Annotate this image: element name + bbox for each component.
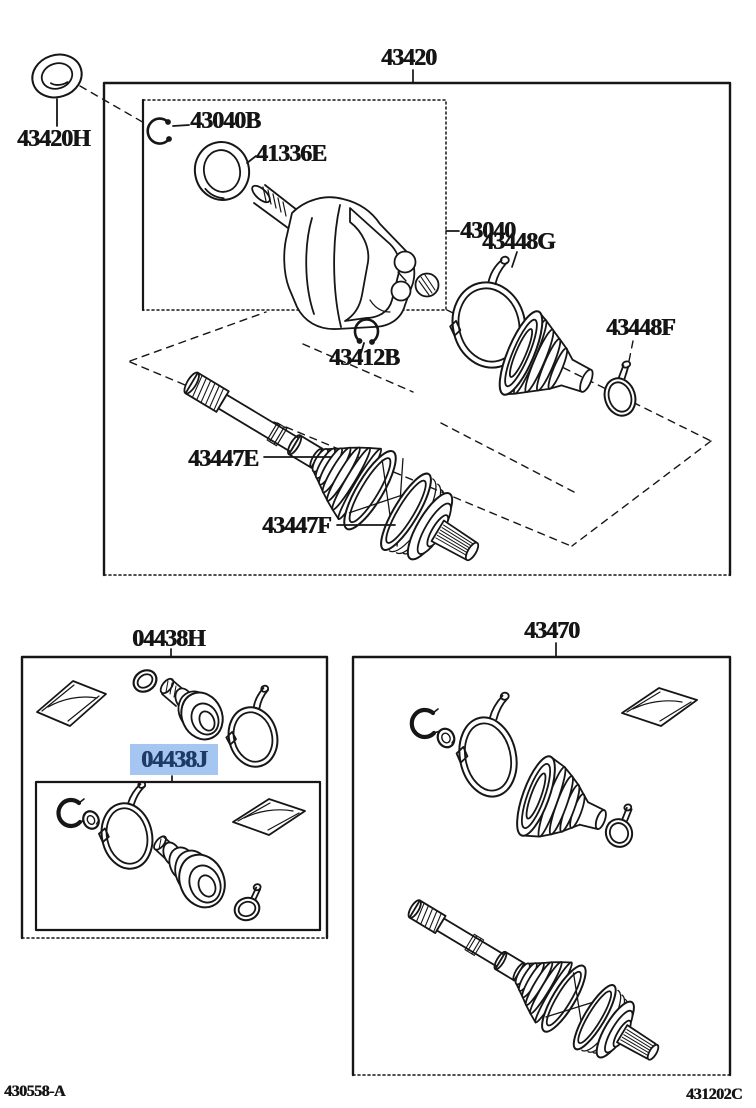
part-label-43470[interactable]: 43470 xyxy=(524,618,580,644)
inboard-boot-drawing xyxy=(498,310,594,396)
kit-small-clamp-drawing xyxy=(132,669,158,693)
kit-boot2-drawing xyxy=(153,835,226,909)
outboard-circlip-drawing xyxy=(436,727,456,749)
part-label-43447E[interactable]: 43447E xyxy=(188,446,259,472)
grease-packet-drawing xyxy=(36,680,107,727)
outboard-shaft-drawing xyxy=(407,899,660,1061)
part-label-43412B[interactable]: 43412B xyxy=(329,345,400,371)
part-label-04438J-highlight[interactable]: 04438J xyxy=(130,744,218,775)
snap-ring-43412B-drawing xyxy=(353,318,380,354)
part-label-43448F[interactable]: 43448F xyxy=(606,315,676,341)
oil-seal-drawing xyxy=(31,53,83,99)
part-label-43040[interactable]: 43040 xyxy=(460,218,516,244)
outboard-snap-ring-drawing xyxy=(409,707,441,740)
kit-band-clamp-drawing xyxy=(98,780,154,870)
ring-leader xyxy=(246,155,257,164)
inner-joint-sub-box xyxy=(141,98,447,312)
outboard-assembly-box xyxy=(351,655,732,1077)
kit-boot-drawing xyxy=(159,677,224,741)
snap-ring-43040B-drawing xyxy=(146,117,190,145)
part-label-43447F[interactable]: 43447F xyxy=(262,513,332,539)
drive-shaft-drawing xyxy=(183,371,480,562)
part-label-43448G[interactable]: 43448G xyxy=(482,229,556,255)
outboard-small-clamp-drawing xyxy=(604,803,634,848)
kit-small-clamp2-drawing xyxy=(233,883,262,922)
kit-snap-ring-drawing xyxy=(56,797,87,829)
kit-grease-packet2-drawing xyxy=(232,798,306,836)
inboard-boot-clamp-large-drawing xyxy=(449,255,527,369)
inboard-boot-clamp-small-drawing xyxy=(603,360,637,417)
outboard-boot-drawing xyxy=(516,755,607,838)
ring-41336E-drawing xyxy=(193,141,251,201)
part-label-43420H[interactable]: 43420H xyxy=(17,126,91,152)
leader-lines xyxy=(170,69,557,783)
part-label-41336E[interactable]: 41336E xyxy=(256,141,327,167)
sheet-code-right: 431202C xyxy=(686,1086,743,1103)
seal-reference-line xyxy=(79,85,147,125)
top-assembly-box xyxy=(102,81,732,577)
tripod-rollers-drawing xyxy=(390,250,440,302)
outboard-grease-packet-drawing xyxy=(621,687,698,727)
kit-circlip-drawing xyxy=(82,810,100,830)
part-label-43420[interactable]: 43420 xyxy=(381,45,437,71)
boot-kit-inner-box xyxy=(34,780,322,932)
inboard-joint-drawing xyxy=(251,184,416,330)
part-label-43040B[interactable]: 43040B xyxy=(190,108,261,134)
part-label-04438H[interactable]: 04438H xyxy=(132,626,206,652)
outboard-band-clamp-drawing xyxy=(455,691,518,798)
sheet-code-left: 430558-A xyxy=(4,1083,65,1100)
boot-kit-box xyxy=(20,655,329,940)
part-label-04438J[interactable]: 04438J xyxy=(141,746,208,773)
kit-large-clamp-drawing xyxy=(225,684,279,768)
